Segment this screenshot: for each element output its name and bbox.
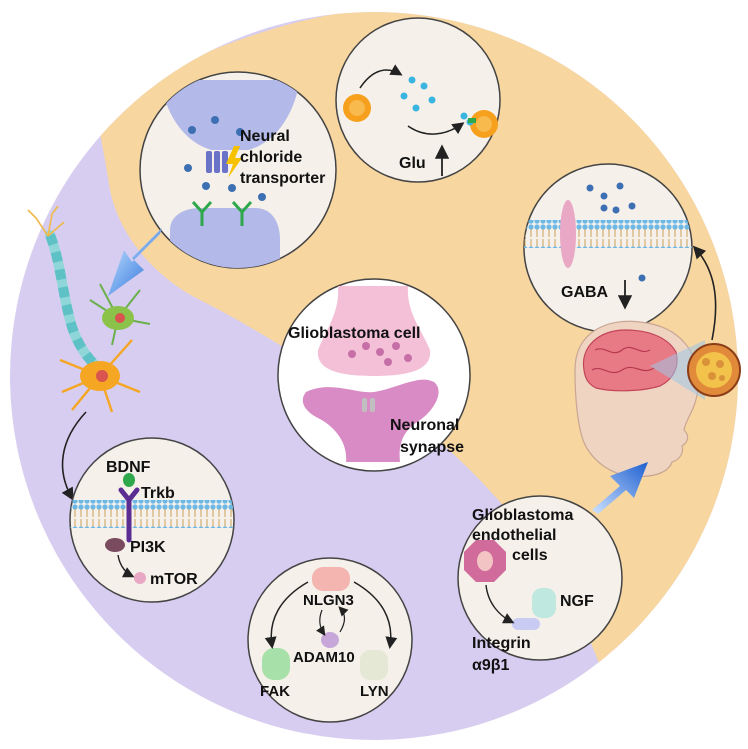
- chloride-transporter-bubble: Neural chloride transporter: [139, 71, 337, 269]
- center-synapse-circle: Glioblastoma cell Neuronal synapse: [277, 278, 471, 472]
- label-glu: Glu: [399, 155, 426, 172]
- bdnf-bubble: BDNF Trkb PI3K mTOR: [69, 437, 235, 603]
- label-nlgn3: NLGN3: [303, 592, 354, 609]
- label-ngf: NGF: [560, 593, 594, 610]
- vesicle-dots: [184, 116, 266, 201]
- label-endothelial: endothelial: [472, 527, 556, 544]
- label-a9b1: α9β1: [472, 657, 510, 674]
- label-bdnf: BDNF: [106, 459, 151, 476]
- blue-arrow-top-left: [108, 228, 162, 296]
- label-integrin: Integrin: [472, 635, 531, 652]
- endothelial-bubble: Glioblastoma endothelial cells NGF Integ…: [457, 495, 623, 674]
- label-neural: Neural: [240, 128, 290, 145]
- label-gaba: GABA: [561, 284, 609, 301]
- nlgn3-bubble: NLGN3 ADAM10 FAK LYN: [247, 557, 413, 723]
- blue-arrow-bottom-right: [592, 462, 648, 514]
- label-transporter: transporter: [240, 170, 325, 187]
- label-synapse: synapse: [400, 439, 464, 456]
- label-lyn: LYN: [360, 683, 389, 700]
- channel-icon: [206, 151, 228, 173]
- label-fak: FAK: [260, 683, 290, 700]
- label-chloride: chloride: [240, 149, 302, 166]
- label-trkb: Trkb: [141, 485, 175, 502]
- glu-bubble: Glu: [335, 17, 501, 183]
- label-glioblastoma: Glioblastoma: [472, 507, 573, 524]
- lightning-icon: [226, 146, 242, 178]
- label-mtor: mTOR: [150, 571, 198, 588]
- receptor-icon: [191, 200, 253, 226]
- neuron-icon: [27, 205, 151, 413]
- head-icon: [574, 320, 741, 478]
- label-glioblastoma-cell: Glioblastoma cell: [288, 325, 420, 342]
- label-pi3k: PI3K: [130, 539, 166, 556]
- label-adam10: ADAM10: [293, 649, 355, 666]
- gaba-bubble: GABA: [523, 163, 693, 333]
- label-cells: cells: [512, 547, 548, 564]
- receptor-icon: [118, 487, 140, 543]
- label-neuronal: Neuronal: [390, 417, 459, 434]
